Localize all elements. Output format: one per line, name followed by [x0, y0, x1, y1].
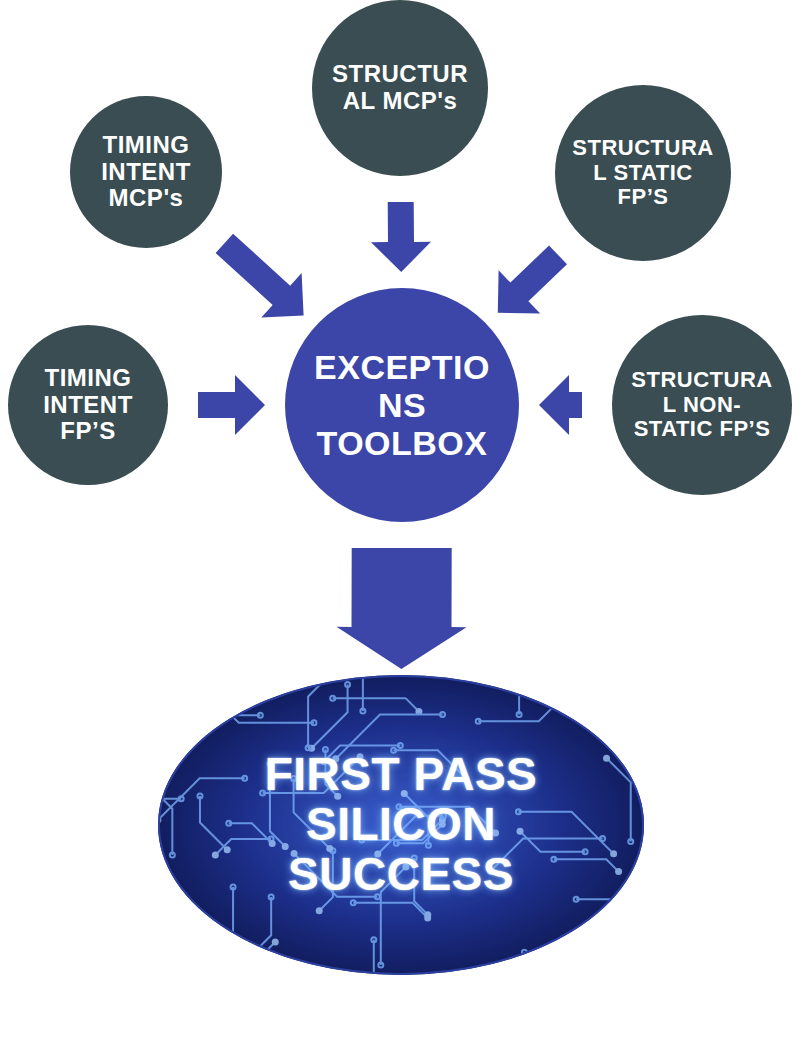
text-box: STRUCTURAL NON-STATIC FP’S	[630, 368, 774, 442]
node-label: STRUCTURAL MCP's	[330, 61, 471, 115]
text-box: TIMING INTENT MCP's	[85, 132, 207, 213]
text-box: STRUCTURAL STATIC FP’S	[571, 136, 715, 210]
text-box: TIMING INTENT FP’S	[19, 365, 157, 446]
text-box: FIRST PASS SILICON SUCCESS	[255, 750, 547, 899]
text-box: STRUCTURAL MCP's	[330, 61, 471, 115]
topic-circle: EXCEPTIONS TOOLBOX	[285, 288, 519, 522]
block-arrow	[539, 375, 582, 435]
block-arrow	[371, 202, 431, 272]
block-arrow	[498, 246, 567, 314]
circuit-traces	[84, 600, 668, 1044]
block-arrow	[216, 234, 304, 318]
block-arrow	[198, 375, 265, 435]
topic-circle: STRUCTURAL MCP's	[312, 0, 488, 176]
ellipse-ground	[158, 675, 644, 975]
result-ellipse: FIRST PASS SILICON SUCCESS	[158, 675, 644, 975]
topic-circle: STRUCTURAL STATIC FP’S	[555, 85, 731, 261]
node-label: FIRST PASS SILICON SUCCESS	[255, 750, 547, 899]
text-box: EXCEPTIONS TOOLBOX	[306, 348, 498, 462]
node-label: STRUCTURAL NON-STATIC FP’S	[630, 368, 774, 442]
node-label: TIMING INTENT FP’S	[19, 365, 157, 446]
topic-circle: STRUCTURAL NON-STATIC FP’S	[612, 315, 792, 495]
block-arrow	[337, 548, 467, 669]
node-label: TIMING INTENT MCP's	[85, 132, 207, 213]
node-label: STRUCTURAL STATIC FP’S	[571, 136, 715, 210]
node-label: EXCEPTIONS TOOLBOX	[306, 348, 498, 462]
topic-circle: TIMING INTENT MCP's	[70, 96, 222, 248]
topic-circle: TIMING INTENT FP’S	[8, 325, 168, 485]
